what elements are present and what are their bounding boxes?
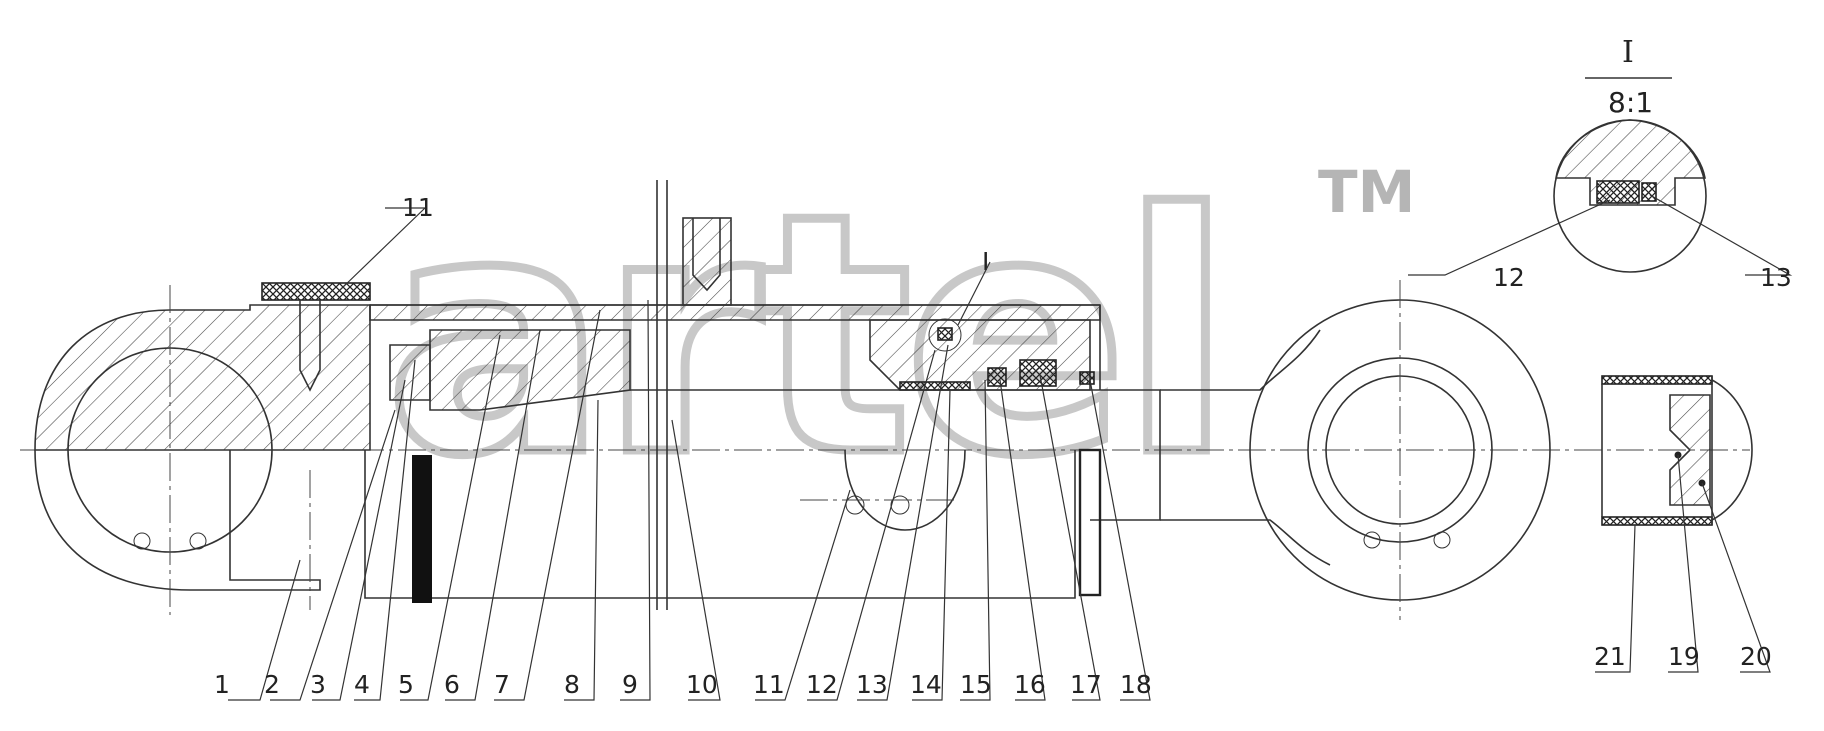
top-plug-11 (261, 282, 371, 301)
detail-label-12: 12 (1493, 263, 1525, 292)
part-label: 12 (806, 670, 838, 699)
part-label: 3 (310, 670, 326, 699)
part-label: 8 (564, 670, 580, 699)
leader-19 (1668, 454, 1699, 673)
tube-lower-outline (364, 450, 1076, 599)
detail-backup-13 (1641, 182, 1657, 202)
leader-9 (620, 299, 651, 701)
part-label: 6 (444, 670, 460, 699)
tube-wall-top (369, 304, 1101, 321)
right-eye (1160, 280, 1551, 620)
label-leaders (228, 194, 1793, 701)
detail-hatch (1555, 119, 1706, 206)
part-label: 5 (398, 670, 414, 699)
leader-20 (1701, 482, 1771, 673)
leader-2 (270, 409, 396, 701)
right-neck-bottom (1160, 519, 1331, 566)
part-label: 18 (1120, 670, 1152, 699)
bushing-cap (1711, 379, 1753, 521)
trademark-text: TM (1318, 158, 1415, 226)
part-label: 15 (960, 670, 992, 699)
leader-14 (912, 389, 951, 701)
leader-21 (1595, 524, 1636, 673)
leader-4 (354, 359, 416, 701)
part-label: 9 (622, 670, 638, 699)
part-label: 4 (354, 670, 370, 699)
part-label: 10 (686, 670, 718, 699)
leader-5 (400, 334, 501, 701)
rod-collar (1078, 448, 1102, 597)
left-eye-section (34, 304, 371, 451)
part-label: 14 (910, 670, 942, 699)
black-seal (412, 455, 432, 603)
piston-rod (412, 389, 1161, 603)
leader-16 (999, 379, 1046, 701)
guide-ring (899, 381, 971, 391)
leader-18 (1089, 379, 1151, 701)
detail-title: I (1622, 35, 1634, 70)
break-lines (656, 180, 668, 610)
leader-13 (857, 344, 949, 701)
part-label: 17 (1070, 670, 1102, 699)
wiper-18 (1079, 371, 1095, 385)
piston-nut (389, 344, 431, 401)
section-mark: I (982, 247, 989, 276)
left-hole-b (189, 532, 207, 550)
leader-7 (494, 309, 601, 701)
part-labels: 1 2 3 4 5 6 7 8 9 10 11 12 13 14 15 16 1… (214, 642, 1772, 699)
detail-seal (937, 327, 953, 341)
leader-1 (228, 559, 301, 701)
rod-hidden-arc (844, 449, 966, 531)
leader-11 (755, 489, 851, 701)
top-label-11: 11 (402, 193, 434, 222)
leader-detail-12 (1408, 199, 1611, 276)
cylinder-tube (364, 180, 1101, 610)
detail-oring-12 (1596, 180, 1640, 204)
leader-top-11 (339, 207, 427, 291)
part-label: 20 (1740, 642, 1772, 671)
part-label: 11 (753, 670, 785, 699)
right-neck-top (1160, 329, 1321, 391)
port-bore (692, 218, 721, 292)
part-label: 13 (856, 670, 888, 699)
tube-outline (370, 304, 1101, 390)
detail-label-13: 13 (1760, 263, 1792, 292)
part-label: 19 (1668, 642, 1700, 671)
part-label: 7 (494, 670, 510, 699)
gland-section (869, 319, 1091, 391)
leader-3 (312, 379, 406, 701)
rod-hole-a (845, 495, 865, 515)
detail-scale: 8:1 (1608, 86, 1653, 119)
port-boss (682, 217, 732, 306)
left-hole-a (133, 532, 151, 550)
detail-circle-I (928, 318, 962, 352)
bushing-bottom-liner (1601, 516, 1713, 526)
part-label: 2 (264, 670, 280, 699)
leader-12 (807, 349, 936, 701)
leader-8 (564, 399, 599, 701)
part-label: 1 (214, 670, 230, 699)
leader-detail-13 (1649, 194, 1793, 276)
seal-16 (987, 367, 1007, 387)
left-eye-lower (34, 449, 321, 591)
left-eye (34, 282, 371, 615)
leader-6 (445, 329, 541, 701)
section-mark-leader (957, 261, 991, 326)
bushing-top-liner (1601, 375, 1713, 385)
part-label: 21 (1594, 642, 1626, 671)
leader-17 (1039, 374, 1101, 701)
bushing-outline (1601, 376, 1713, 525)
seal-17 (1019, 359, 1057, 387)
right-hole-a (1363, 531, 1381, 549)
leader-15 (960, 379, 991, 701)
part-label: 16 (1014, 670, 1046, 699)
piston-group: I (389, 247, 1095, 411)
detail-view: I 8:1 (1553, 35, 1707, 273)
drill-hole (299, 300, 321, 392)
right-hole-b (1433, 531, 1451, 549)
leader-10 (671, 419, 721, 701)
